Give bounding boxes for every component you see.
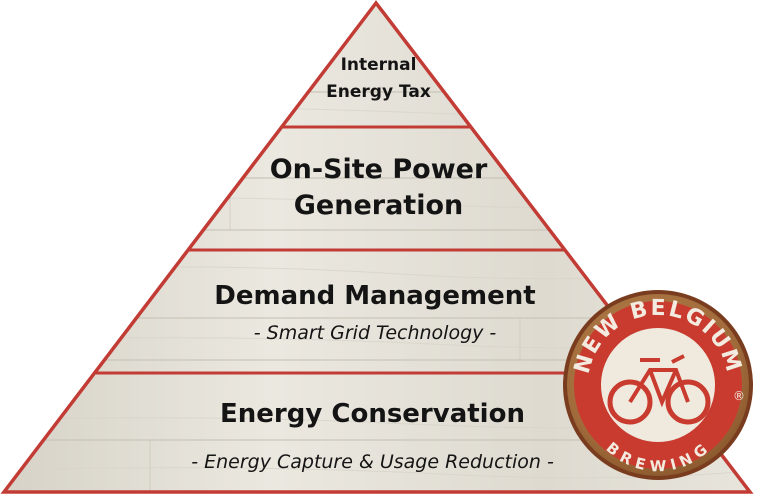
- tier-onsite-power-generation: On-Site Power Generation: [0, 152, 757, 224]
- pyramid-outline: [0, 0, 754, 494]
- tier-demand-management-subtitle: - Smart Grid Technology -: [253, 322, 497, 344]
- registered-mark: ®: [733, 389, 745, 403]
- tier-label-line: On-Site Power: [269, 154, 488, 185]
- tier-demand-management-title: Demand Management: [214, 281, 536, 311]
- tier-internal-energy-tax: Internal Energy Tax: [0, 52, 757, 106]
- tier-label-line: Generation: [293, 190, 464, 221]
- tier-label-line: Internal: [340, 55, 417, 75]
- tier-energy-conservation-subtitle: - Energy Capture & Usage Reduction -: [191, 451, 554, 473]
- tier-label-line: Energy Tax: [326, 82, 431, 102]
- bicycle-icon: [607, 354, 711, 425]
- tier-energy-conservation-title: Energy Conservation: [220, 399, 525, 429]
